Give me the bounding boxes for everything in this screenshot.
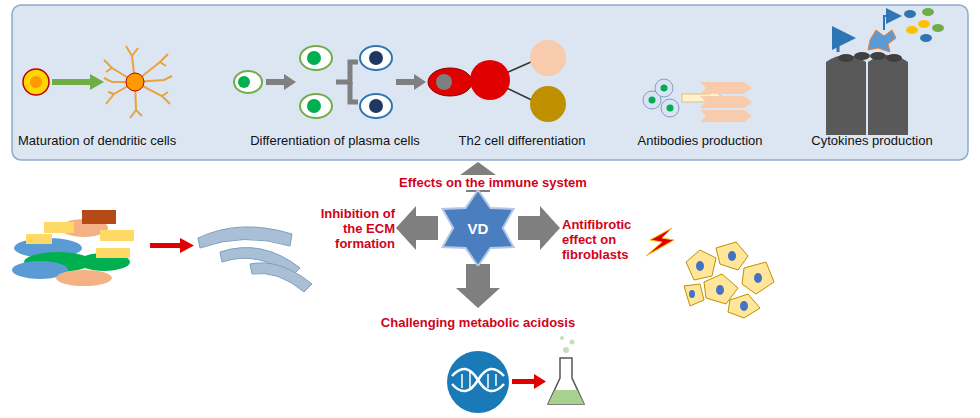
caption: Antibodies production (637, 133, 762, 148)
annotation: Antifibrotic effect on fibroblasts (562, 217, 654, 262)
caption: Th2 cell differentiation (459, 133, 586, 148)
caption: Cytokines production (811, 133, 932, 148)
dendritic-icon (23, 46, 172, 118)
cytokine-icon (826, 8, 944, 135)
annotation: Challenging metabolic acidosis (381, 315, 575, 330)
acidosis-icon (447, 336, 584, 413)
panel-ground (12, 5, 968, 160)
caption: Differentiation of plasma cells (250, 133, 420, 148)
edge-label: Effects on the immune system (396, 175, 590, 190)
star-label: VD (468, 220, 489, 237)
plasma-cell-icon (234, 46, 472, 118)
fibroblast-icon (646, 228, 774, 318)
vd-star: VD (436, 190, 520, 266)
immune-panel: Maturation of dendritic cells Differentia… (12, 5, 968, 160)
caption: Maturation of dendritic cells (18, 133, 176, 148)
th2-icon (470, 40, 566, 122)
ecm-icon (12, 210, 312, 292)
antibody-icon (643, 79, 752, 122)
annotation: Inhibition of the ECM formation (313, 206, 395, 251)
